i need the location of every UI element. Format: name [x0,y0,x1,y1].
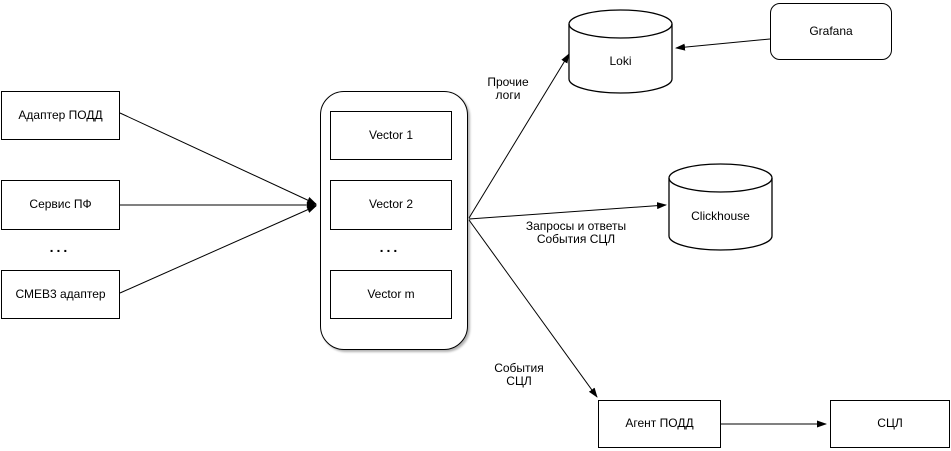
node-agent-podd: Агент ПОДД [598,400,721,448]
node-grafana: Grafana [770,3,892,60]
loki-label: Loki [609,54,632,68]
vector-ellipsis: ... [379,239,401,255]
node-vector-1-label: Vector 1 [368,127,414,142]
node-vector-m: Vector m [330,270,452,319]
edge-label-events-scl-line1: События [494,361,544,375]
node-agent-podd-label: Агент ПОДД [625,416,694,431]
arrow-smev3-to-vector [119,205,317,294]
node-grafana-label: Grafana [809,23,853,38]
node-scl: СЦЛ [830,400,950,448]
edge-label-requests-events-line1: Запросы и ответы [525,219,627,233]
node-adapter-podd: Адаптер ПОДД [1,91,120,140]
clickhouse-cylinder [668,163,773,251]
edge-label-events-scl: События СЦЛ [484,362,554,388]
node-vector-1: Vector 1 [330,111,452,160]
arrow-grafana-to-loki [675,38,771,51]
node-servis-pf: Сервис ПФ [1,180,120,230]
arrow-vector-to-clickhouse [468,202,667,220]
edge-label-events-scl-line2: СЦЛ [506,374,532,388]
clickhouse-label: Clickhouse [691,209,750,223]
edge-label-other-logs: Прочие логи [473,76,543,102]
node-vector-m-label: Vector m [367,286,415,301]
loki-cylinder [568,9,673,94]
node-vector-2: Vector 2 [330,180,452,230]
node-adapter-podd-label: Адаптер ПОДД [18,107,103,122]
node-servis-pf-label: Сервис ПФ [29,197,92,212]
node-scl-label: СЦЛ [877,416,903,431]
sources-ellipsis: ... [49,239,71,255]
node-smev3-adapter: СМЕВ3 адаптер [1,270,120,319]
edge-label-other-logs-line1: Прочие [487,75,529,89]
node-vector-2-label: Vector 2 [368,197,414,212]
edge-label-other-logs-line2: логи [495,88,521,102]
edge-label-requests-events: Запросы и ответы События СЦЛ [506,220,646,246]
node-smev3-adapter-label: СМЕВ3 адаптер [15,286,106,301]
edge-label-requests-events-line2: События СЦЛ [536,232,616,246]
arrow-adapter-podd-to-vector [119,112,317,205]
